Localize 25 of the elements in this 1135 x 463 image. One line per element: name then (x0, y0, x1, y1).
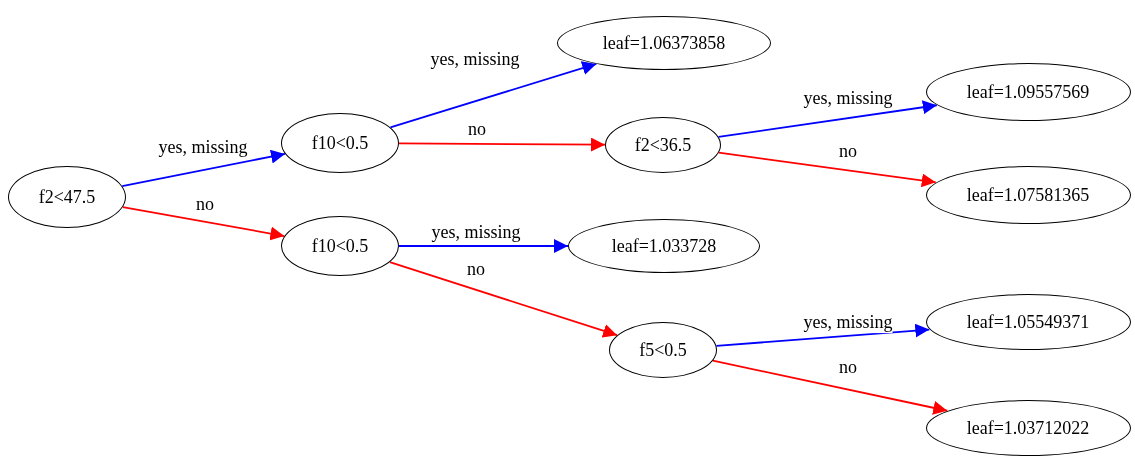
node-label: leaf=1.033728 (611, 235, 717, 257)
edge-label: yes, missing (430, 50, 520, 70)
node-label: leaf=1.07581365 (966, 184, 1090, 206)
arrow (715, 323, 931, 347)
node-label: f10<0.5 (311, 132, 369, 154)
node-label: f2<36.5 (634, 134, 692, 156)
node-label: f5<0.5 (639, 339, 687, 361)
arrow (121, 149, 286, 187)
edge-label: yes, missing (158, 138, 248, 158)
arrow (398, 137, 606, 152)
node-label: leaf=1.03712022 (966, 417, 1090, 439)
ellipse-node (609, 322, 717, 378)
node-label: f2<47.5 (38, 186, 96, 208)
edge-label: yes, missing (803, 313, 893, 333)
arrow (398, 239, 569, 253)
edge-label: yes, missing (431, 223, 521, 243)
arrow (712, 359, 949, 415)
node-label: f10<0.5 (311, 235, 369, 257)
arrow (389, 61, 598, 129)
arrow (121, 206, 286, 241)
node-label: leaf=1.05549371 (966, 311, 1090, 333)
edge-label: yes, missing (803, 89, 893, 109)
arrow (388, 261, 619, 338)
node-label: leaf=1.06373858 (602, 32, 726, 54)
node-label: leaf=1.09557569 (966, 81, 1090, 103)
